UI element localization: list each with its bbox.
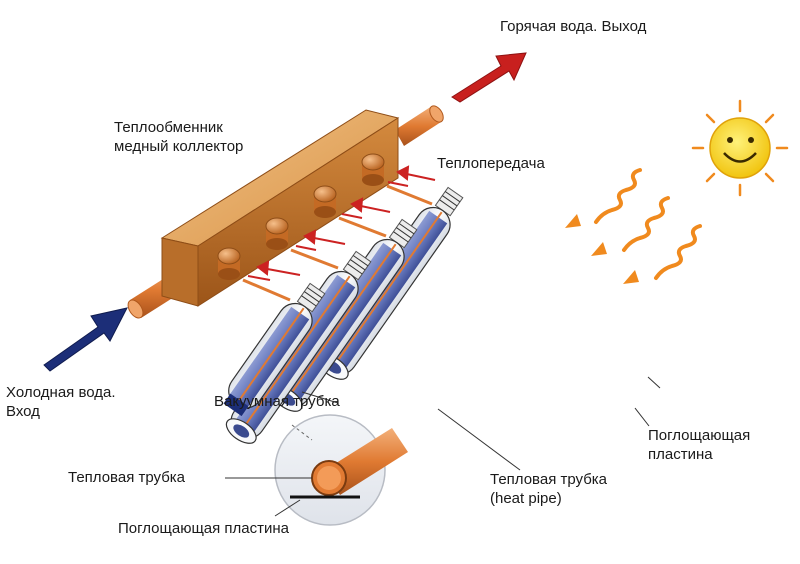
heat-rays — [565, 168, 702, 284]
manifold-port — [361, 153, 385, 186]
heat-exchanger-label-line1: Теплообменник — [114, 119, 223, 136]
heat-pipe-label: Тепловая трубка (heat pipe) — [490, 470, 607, 508]
heat-pipe-label-line2: (heat pipe) — [490, 490, 562, 507]
cold-water-arrow — [43, 307, 128, 372]
heat-exchanger-label-line2: медный коллектор — [114, 138, 244, 155]
leader-lines — [225, 376, 661, 517]
copper-manifold — [160, 109, 400, 307]
cold-water-label-line1: Холодная вода. — [6, 384, 116, 401]
absorber-plate-detail-label: Поглощающая пластина — [118, 520, 290, 537]
heat-pipe-label-line1: Тепловая трубка — [490, 471, 608, 488]
vacuum-tube-cutaway — [223, 282, 326, 417]
absorber-plate-label: Поглощающая пластина — [648, 426, 750, 464]
outlet-pipe — [395, 105, 444, 146]
absorber-plate-label-line2: пластина — [648, 446, 713, 463]
manifold-ports — [217, 153, 385, 280]
vacuum-tube-label: Вакуумная трубка — [214, 393, 340, 410]
cold-water-label-line2: Вход — [6, 403, 40, 420]
heat-pipe-detail-label: Тепловая трубка — [68, 469, 186, 486]
heat-transfer-arrows — [247, 165, 436, 281]
cold-water-input-label: Холодная вода. Вход — [6, 383, 116, 421]
sun-icon — [691, 99, 789, 197]
manifold-port — [217, 247, 241, 280]
heat-exchanger-label: Теплообменник медный коллектор — [114, 118, 243, 156]
absorber-plate-label-line1: Поглощающая — [648, 427, 751, 444]
heat-pipe-stems — [242, 184, 433, 302]
manifold-port — [265, 217, 289, 250]
heat-transfer-label: Теплопередача — [437, 155, 545, 172]
hot-water-output-label: Горячая вода. Выход — [500, 18, 647, 35]
manifold-port — [313, 185, 337, 218]
cross-section-detail — [274, 414, 408, 526]
hot-water-arrow — [451, 52, 527, 103]
